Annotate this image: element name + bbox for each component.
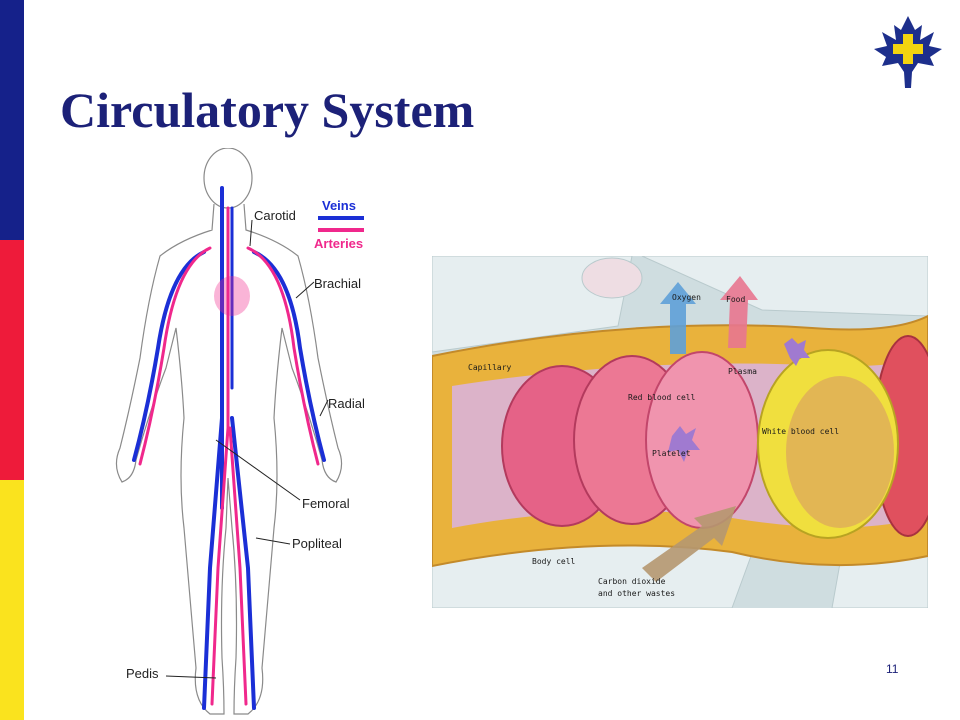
veins <box>132 186 326 710</box>
label-popliteal: Popliteal <box>292 536 342 551</box>
side-bar-yellow <box>0 480 24 720</box>
maple-leaf-cross-logo <box>874 16 942 88</box>
legend-veins: Veins <box>322 198 356 213</box>
oxygen-arrow <box>660 282 696 354</box>
label-food: Food <box>726 295 745 304</box>
arteries <box>138 206 320 706</box>
body-circulation-diagram: Veins Arteries Carotid Brachial Radial F… <box>115 148 365 715</box>
heart-icon <box>214 276 250 316</box>
legend-arteries: Arteries <box>314 236 363 251</box>
label-radial: Radial <box>328 396 365 411</box>
label-other-wastes: and other wastes <box>598 589 675 598</box>
side-bar-red <box>0 240 24 480</box>
platelet-icon <box>784 338 810 366</box>
page-number: 11 <box>886 662 899 676</box>
legend-arteries-swatch <box>318 228 364 232</box>
white-blood-cell-nucleus <box>786 376 894 528</box>
slide-title: Circulatory System <box>60 82 475 138</box>
label-pedis: Pedis <box>126 666 159 681</box>
label-carbon-dioxide: Carbon dioxide <box>598 577 666 586</box>
label-brachial: Brachial <box>314 276 361 291</box>
capillary-illustration: Oxygen Food Capillary Plasma Red blood c… <box>432 256 928 608</box>
label-leader-lines <box>165 219 329 679</box>
label-plasma: Plasma <box>728 367 757 376</box>
label-white-blood-cell: White blood cell <box>762 427 839 436</box>
legend-veins-swatch <box>318 216 364 220</box>
platelet-icon <box>668 426 700 462</box>
side-bar-blue <box>0 0 24 240</box>
label-capillary: Capillary <box>468 363 512 372</box>
carbon-dioxide-arrow <box>642 506 736 582</box>
cross-icon <box>893 34 923 64</box>
red-blood-cells <box>501 335 928 537</box>
label-carotid: Carotid <box>254 208 296 223</box>
label-red-blood-cell: Red blood cell <box>628 393 696 402</box>
label-platelet: Platelet <box>652 449 691 458</box>
label-body-cell: Body cell <box>532 557 576 566</box>
circulation-legend: Veins Arteries <box>314 198 364 251</box>
food-arrow <box>720 276 758 348</box>
label-oxygen: Oxygen <box>672 293 701 302</box>
label-femoral: Femoral <box>302 496 350 511</box>
